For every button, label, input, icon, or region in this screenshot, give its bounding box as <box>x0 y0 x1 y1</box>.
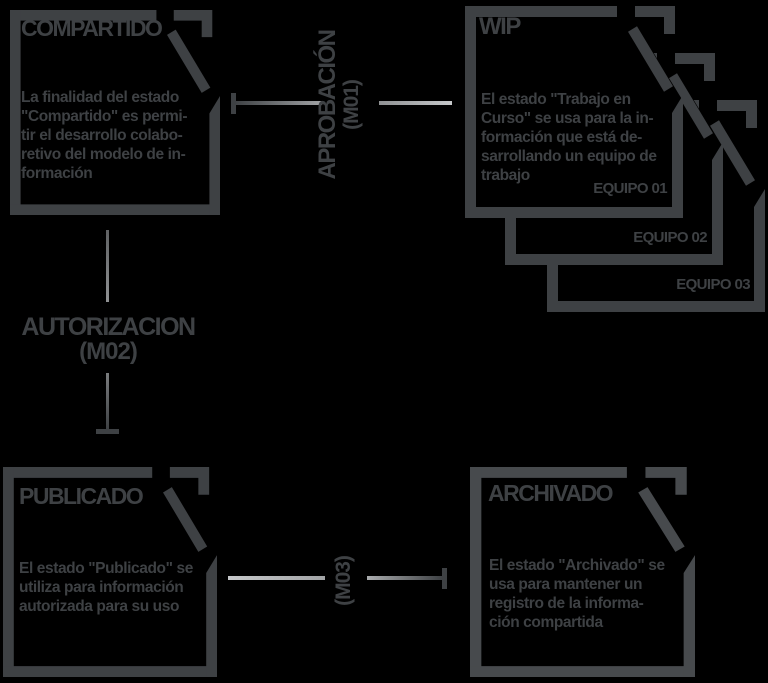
state-box-wip: WIP El estado "Trabajo en Curso" se usa … <box>465 6 683 218</box>
m02-label-code: (M02) <box>79 338 138 365</box>
m01-label: APROBACIÓN (M01) <box>314 20 370 190</box>
m01-label-text: APROBACIÓN <box>314 30 341 180</box>
box-title: WIP <box>479 13 521 40</box>
team-badge: EQUIPO 03 <box>676 276 750 293</box>
m01-arrow-terminator <box>231 93 236 114</box>
m02-connector-line-bottom <box>106 373 110 429</box>
m03-connector-line-left <box>228 576 325 580</box>
m02-arrow-terminator <box>96 429 119 434</box>
m01-connector-line-left <box>235 101 322 105</box>
m01-label-code: (M01) <box>339 80 363 130</box>
team-badge: EQUIPO 01 <box>593 180 667 197</box>
box-title: ARCHIVADO <box>488 480 614 506</box>
m03-label-code: (M03) <box>332 556 355 606</box>
m01-connector-line-right <box>379 101 452 105</box>
box-body: El estado "Archivado" se usa para manten… <box>489 557 665 631</box>
m03-arrow-terminator <box>442 568 447 589</box>
box-body: El estado "Trabajo en Curso" se usa para… <box>481 91 657 184</box>
state-box-equipo-02: EQUIPO 02 <box>505 53 723 265</box>
m03-connector-line-right <box>367 576 442 580</box>
box-body: El estado "Publicado" se utiliza para in… <box>19 560 193 615</box>
box-title: PUBLICADO <box>19 483 144 509</box>
m02-connector-line-top <box>106 230 110 302</box>
box-body: La finalidad del estado "Compartido" es … <box>21 89 188 182</box>
m02-label: AUTORIZACION (M02) <box>8 314 208 365</box>
state-box-compartido: COMPARTIDO La finalidad del estado "Comp… <box>10 10 220 215</box>
team-badge: EQUIPO 02 <box>633 229 707 246</box>
box-title: COMPARTIDO <box>21 15 163 41</box>
m03-label: (M03) <box>332 536 357 626</box>
state-box-publicado: PUBLICADO El estado "Publicado" se utili… <box>3 467 217 677</box>
state-box-equipo-03: EQUIPO 03 <box>547 100 765 312</box>
m02-label-text: AUTORIZACION <box>21 313 196 341</box>
state-box-archivado: ARCHIVADO El estado "Archivado" se usa p… <box>470 467 695 677</box>
